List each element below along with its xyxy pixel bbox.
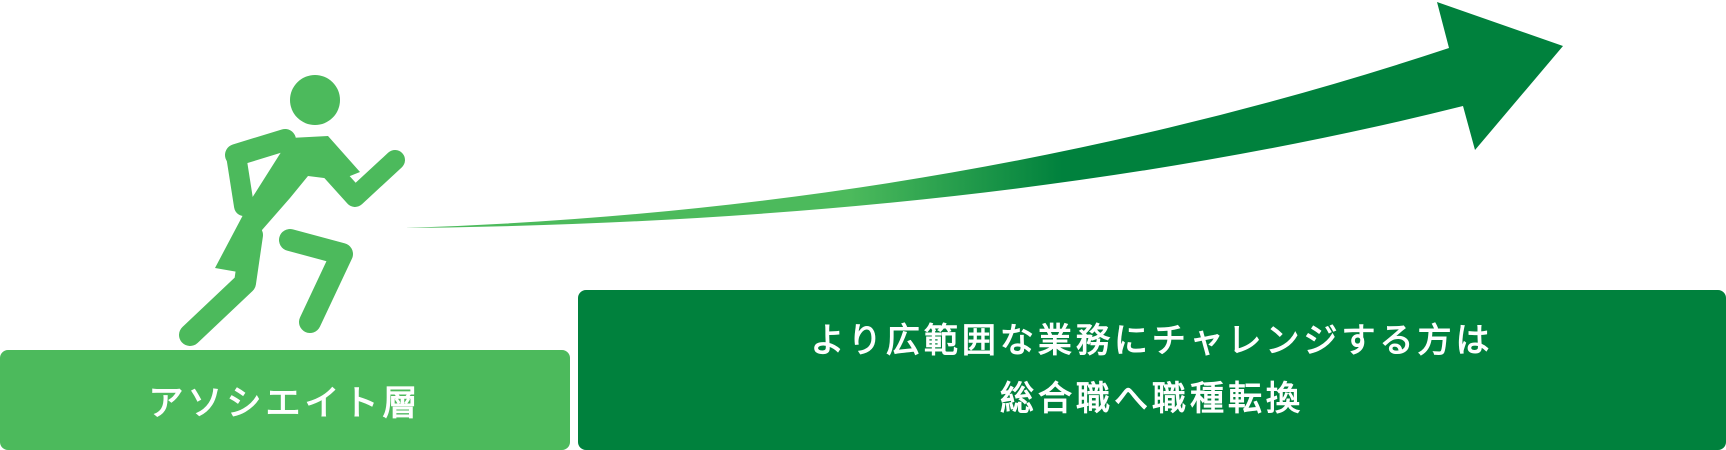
person-back-leg [179,224,263,346]
person-back-forearm [226,145,254,216]
running-person-icon [179,75,405,346]
person-front-leg [279,229,353,333]
associate-level-label: アソシエイト層 [148,383,422,424]
curved-arrow-icon [405,2,1563,228]
person-head [290,75,340,125]
career-change-line-2: 総合職へ職種転換 [1000,379,1304,419]
person-front-arm [308,146,405,207]
career-change-box: より広範囲な業務にチャレンジする方は 総合職へ職種転換 [578,290,1726,450]
career-change-line-1: より広範囲な業務にチャレンジする方は [810,321,1494,361]
associate-level-box: アソシエイト層 [0,350,570,450]
